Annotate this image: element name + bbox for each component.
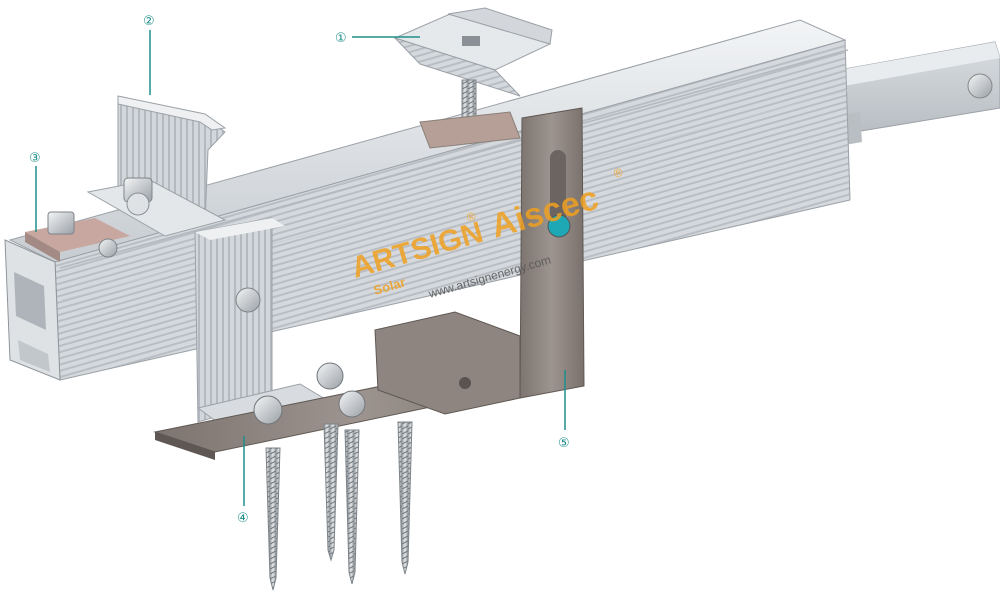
grounding-clip-icon bbox=[25, 211, 130, 262]
callout-lines bbox=[35, 30, 566, 506]
roof-hook-icon bbox=[153, 107, 585, 460]
rail-bolt-icon bbox=[967, 73, 993, 99]
callout-2: ② bbox=[143, 14, 155, 29]
end-clamp-icon bbox=[86, 95, 227, 237]
bracket-bolt-icon bbox=[235, 287, 261, 313]
lag-screw-icon bbox=[265, 421, 413, 591]
callout-4: ④ bbox=[237, 511, 249, 526]
mid-clamp-icon bbox=[393, 7, 553, 149]
hook-bolt-icon bbox=[547, 214, 571, 238]
base-nuts bbox=[253, 362, 366, 425]
callout-5: ⑤ bbox=[558, 436, 570, 451]
callout-1: ① bbox=[335, 31, 347, 46]
watermark-registered-mark: ® bbox=[465, 209, 478, 225]
callouts: ① ② ③ ④ ⑤ bbox=[29, 14, 570, 526]
watermark-registered-mark: ® bbox=[612, 165, 625, 181]
callout-3: ③ bbox=[29, 151, 41, 166]
